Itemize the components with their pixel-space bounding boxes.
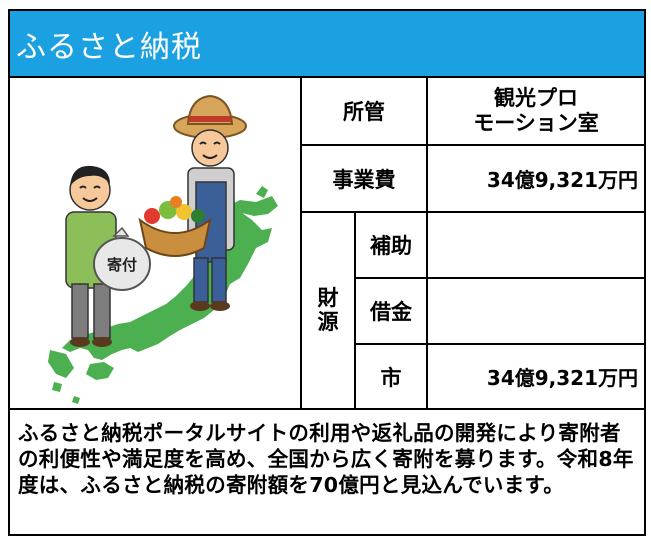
jurisdiction-label: 所管: [343, 100, 385, 124]
bag-label: 寄付: [107, 256, 137, 274]
funding-source-label: 財 源: [302, 211, 354, 408]
table-divider: [354, 277, 644, 279]
table-divider: [354, 211, 356, 408]
city-value: 34億9,321万円: [486, 366, 638, 390]
project-card: ふるさと納税: [8, 9, 646, 536]
furusato-illustration: 寄付: [48, 94, 278, 404]
jurisdiction-value-line1: 観光プロ: [494, 86, 578, 110]
city-label: 市: [380, 365, 402, 390]
project-description: ふるさと納税ポータルサイトの利用や返礼品の開発により寄附者の利便性や満足度を高め…: [10, 408, 644, 536]
cost-label: 事業費: [332, 167, 396, 192]
subsidy-value: [428, 213, 644, 277]
table-divider: [426, 211, 428, 408]
budget-table: 所管 観光プロ モーション室 事業費 34億9,321万円 財 源 補助 借金 …: [302, 78, 644, 408]
funding-label-char2: 源: [317, 309, 339, 334]
page-title: ふるさと納税: [16, 29, 202, 65]
vegetable-basket-icon: [138, 196, 212, 257]
illustration-area: 寄付: [10, 78, 302, 408]
donation-bag-icon: [93, 226, 151, 291]
loan-label: 借金: [370, 300, 412, 324]
table-divider: [302, 144, 644, 146]
table-divider: [302, 211, 644, 213]
subsidy-label: 補助: [370, 234, 412, 258]
jurisdiction-value-line2: モーション室: [473, 111, 599, 135]
cost-value: 34億9,321万円: [486, 168, 638, 192]
funding-label-char1: 財: [317, 285, 339, 310]
header-bar: ふるさと納税: [10, 11, 644, 78]
table-divider: [354, 343, 644, 345]
loan-value: [428, 279, 644, 343]
jurisdiction-value: 観光プロ モーション室: [428, 78, 644, 144]
